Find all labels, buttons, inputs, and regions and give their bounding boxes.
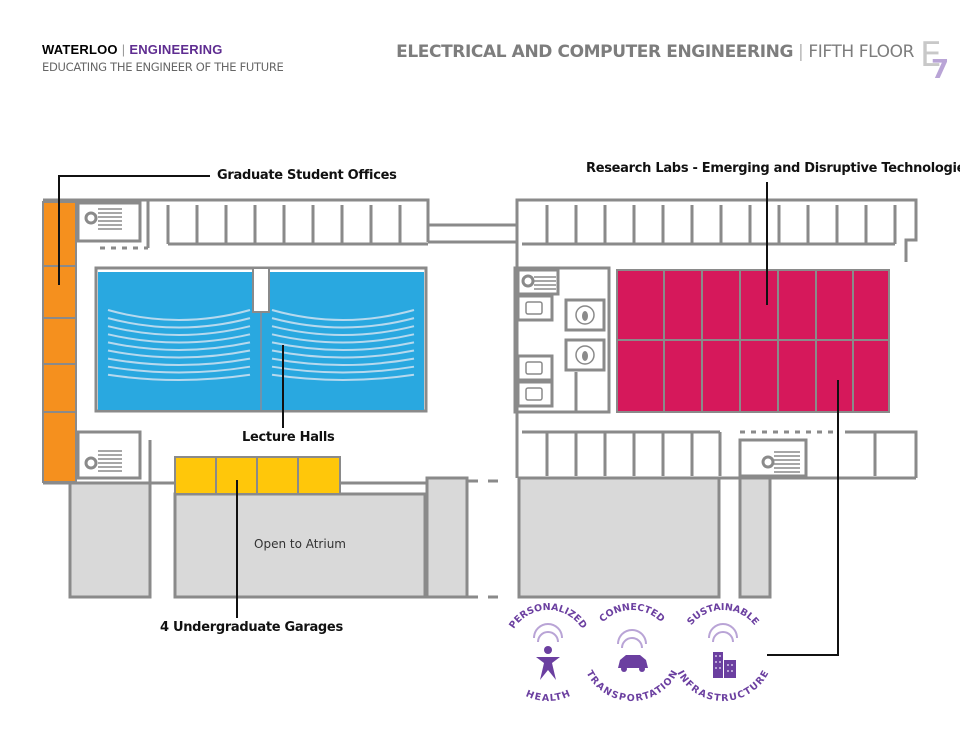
svg-text:CONNECTED: CONNECTED	[597, 602, 666, 625]
atrium-areas	[68, 476, 772, 599]
west-wing-walls	[43, 198, 430, 485]
garages-label: 4 Undergraduate Garages	[160, 620, 343, 635]
callout-lines	[58, 175, 839, 656]
theme-connected-transportation: CONNECTED TRANSPORTATION	[584, 602, 681, 704]
seat-row	[107, 341, 251, 351]
person-icon	[533, 623, 563, 680]
elevators	[525, 301, 543, 401]
theme-1-bottom-label: HEALTH	[524, 688, 572, 704]
theme-1-top-label: PERSONALIZED	[507, 602, 589, 631]
seat-row	[271, 341, 415, 351]
lecture-halls-label: Lecture Halls	[242, 430, 335, 445]
svg-text:PERSONALIZED: PERSONALIZED	[507, 602, 589, 631]
atrium-label: Open to Atrium	[254, 537, 346, 551]
seat-row	[271, 325, 415, 336]
seat-row	[271, 357, 415, 366]
seat-row	[271, 365, 415, 374]
seat-row	[107, 309, 251, 321]
door-openings	[100, 242, 895, 434]
research-labs-label: Research Labs - Emerging and Disruptive …	[586, 161, 960, 176]
seat-row	[107, 373, 251, 381]
bridge-corridor	[428, 223, 517, 599]
brand-wordmark: WATERLOO|ENGINEERING	[42, 42, 223, 57]
seat-row	[271, 309, 415, 321]
title-floor: FIFTH FLOOR	[808, 42, 914, 62]
stairwells	[84, 208, 800, 473]
grad-offices-label: Graduate Student Offices	[217, 168, 397, 183]
washroom-icons	[575, 305, 595, 365]
car-icon	[617, 629, 648, 672]
seat-row	[271, 317, 415, 329]
lecture-halls-area	[98, 267, 424, 410]
seat-row	[107, 349, 251, 359]
undergraduate-garages-area	[174, 456, 341, 495]
grad-offices-area	[42, 201, 77, 483]
seat-row	[107, 333, 251, 344]
research-labs-area	[616, 269, 890, 413]
brand-separator: |	[121, 42, 126, 57]
theme-personalized-health: PERSONALIZED HEALTH	[507, 602, 589, 704]
theme-sustainable-infrastructure: SUSTAINABLE INFRASTRUCTURE	[675, 602, 772, 704]
building-number: 7	[931, 55, 949, 82]
seat-row	[107, 317, 251, 329]
seat-row	[107, 365, 251, 374]
building-letter: E	[920, 36, 941, 75]
theme-2-bottom-label: TRANSPORTATION	[584, 669, 681, 704]
seat-row	[107, 357, 251, 366]
seat-row	[271, 333, 415, 344]
building-icon	[708, 623, 738, 678]
seat-row	[107, 325, 251, 336]
svg-text:HEALTH: HEALTH	[524, 688, 572, 704]
theme-2-top-label: CONNECTED	[597, 602, 666, 625]
seat-row	[271, 349, 415, 359]
east-wing-walls	[513, 198, 918, 480]
brand-name: WATERLOO	[42, 42, 118, 57]
svg-text:TRANSPORTATION: TRANSPORTATION	[584, 669, 681, 704]
seat-row	[271, 373, 415, 381]
title-department: ELECTRICAL AND COMPUTER ENGINEERING	[396, 42, 793, 62]
brand-faculty: ENGINEERING	[129, 42, 223, 57]
building-badge: E 7	[920, 36, 949, 82]
title-separator: |	[798, 42, 804, 62]
brand-tagline: EDUCATING THE ENGINEER OF THE FUTURE	[42, 60, 284, 74]
page-title: ELECTRICAL AND COMPUTER ENGINEERING|FIFT…	[396, 42, 914, 62]
